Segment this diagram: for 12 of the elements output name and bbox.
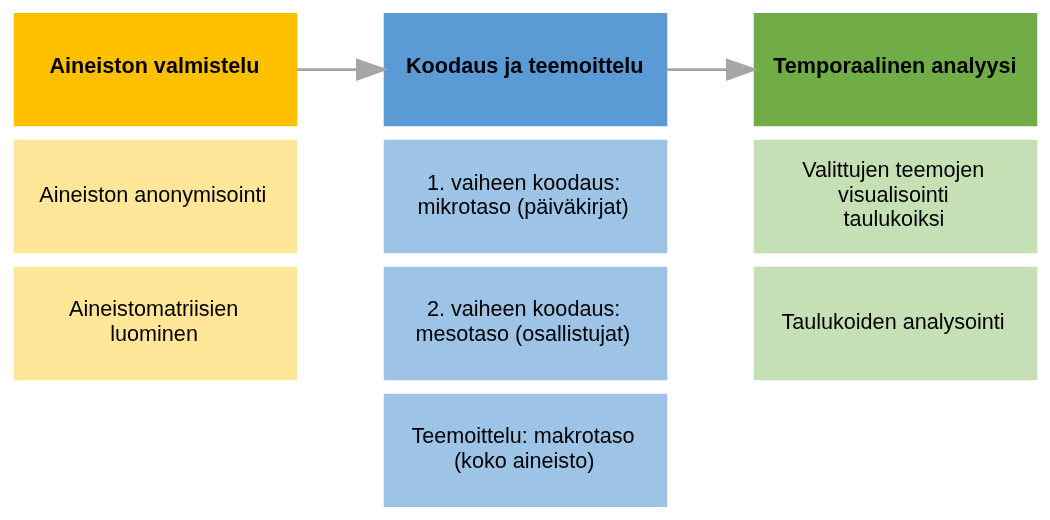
node-box: Valittujen teemojen visualisointi taulukoiksi	[753, 139, 1037, 254]
arrow	[296, 58, 388, 81]
arrow	[666, 58, 758, 81]
node-box: Aineiston anonymisointi	[13, 139, 297, 254]
node-box: Aineistomatriisien luominen	[13, 266, 297, 381]
node-box: 1. vaiheen koodaus: mikrotaso (päiväkirjat)	[383, 139, 667, 254]
node-box: Aineiston valmistelu	[13, 12, 297, 127]
node-box: Koodaus ja teemoittelu	[383, 12, 667, 127]
node-box: Temporaalinen analyysi	[753, 12, 1037, 127]
node-box: Taulukoiden analysointi	[753, 266, 1037, 381]
node-box: 2. vaiheen koodaus: mesotaso (osallistujat)	[383, 266, 667, 381]
node-box: Teemoittelu: makrotaso (koko aineisto)	[383, 393, 667, 508]
